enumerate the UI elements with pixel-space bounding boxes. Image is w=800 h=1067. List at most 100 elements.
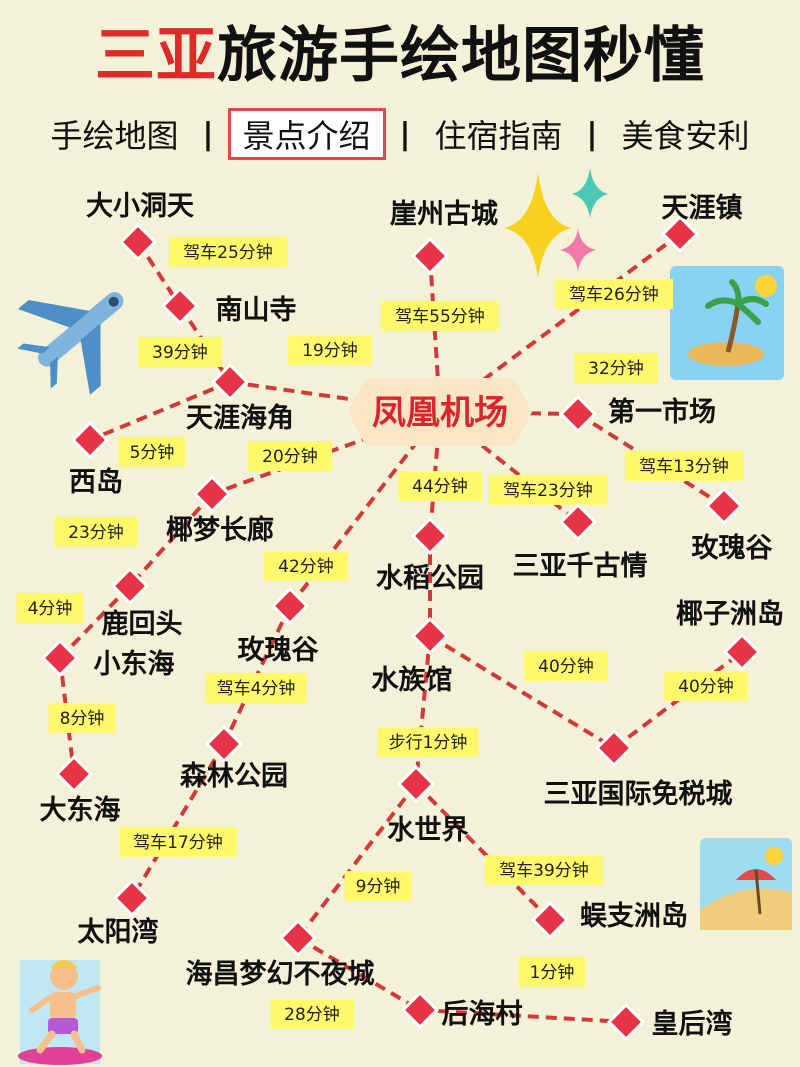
place-label: 椰子洲岛	[676, 598, 784, 630]
travel-time-tag	[138, 337, 222, 367]
airport-hub-badge[interactable]	[348, 378, 532, 446]
place-label: 后海村	[442, 999, 523, 1030]
travel-time-label: 39分钟	[152, 343, 208, 363]
route-line	[414, 635, 432, 785]
tab-separator: |	[399, 116, 411, 152]
travel-time-tag	[398, 471, 482, 501]
map-node-marker[interactable]	[530, 900, 570, 940]
travel-time-tag	[489, 475, 607, 505]
tab-food[interactable]: 美食安利	[621, 117, 750, 155]
map-node-marker[interactable]	[70, 420, 110, 460]
map-node-marker[interactable]	[160, 286, 200, 326]
map-node-marker[interactable]	[396, 764, 436, 804]
map-node-marker[interactable]	[400, 990, 440, 1030]
map-node-marker[interactable]	[704, 486, 744, 526]
map-node-marker[interactable]	[40, 638, 80, 678]
travel-time-tag	[555, 279, 673, 309]
place-label: 三亚千古情	[513, 551, 648, 582]
travel-time-tag	[264, 551, 348, 581]
airplane-icon	[17, 292, 124, 395]
place-label: 崖州古城	[390, 199, 498, 230]
route-line	[414, 782, 552, 922]
place-label: 椰梦长廊	[166, 514, 274, 546]
tab-bar: 手绘地图 | 景点介绍 | 住宿指南 | 美食安利	[0, 108, 800, 160]
tab-separator: |	[202, 116, 214, 152]
place-label: 玫瑰谷	[692, 533, 774, 564]
travel-time-tag	[485, 855, 603, 885]
map-node-marker[interactable]	[660, 214, 700, 254]
travel-time-label: 4分钟	[28, 599, 73, 619]
map-node-marker[interactable]	[112, 878, 152, 918]
travel-time-label: 步行1分钟	[389, 733, 468, 753]
travel-time-tag	[169, 237, 287, 267]
route-line	[128, 492, 214, 588]
map-node-marker[interactable]	[722, 632, 762, 672]
place-label: 第一市场	[608, 396, 716, 428]
travel-time-label: 1分钟	[530, 963, 575, 983]
map-node-marker[interactable]	[558, 394, 598, 434]
tab-attractions[interactable]: 景点介绍	[227, 108, 386, 160]
map-node-marker[interactable]	[192, 474, 232, 514]
route-line	[89, 380, 231, 442]
title-rest: 旅游手绘地图秒懂	[217, 21, 705, 91]
tab-hand-drawn-map[interactable]: 手绘地图	[50, 117, 179, 155]
map-node-marker[interactable]	[270, 586, 310, 626]
travel-time-tag	[664, 671, 748, 701]
place-label: 玫瑰谷	[238, 635, 320, 666]
map-node-marker[interactable]	[54, 754, 94, 794]
map-node-marker[interactable]	[594, 728, 634, 768]
place-label: 三亚国际免税城	[544, 779, 733, 810]
map-node-marker[interactable]	[210, 362, 250, 402]
place-label: 水稻公园	[376, 563, 484, 594]
place-label: 蜈支洲岛	[580, 900, 688, 932]
travel-time-tag	[118, 437, 186, 467]
place-label: 海昌梦幻不夜城	[186, 958, 375, 990]
place-label: 天涯镇	[662, 193, 743, 224]
travel-time-label: 驾车13分钟	[639, 457, 729, 477]
travel-time-tag	[344, 871, 412, 901]
map-node-marker[interactable]	[204, 724, 244, 764]
place-label: 大东海	[40, 794, 121, 826]
page-title: 三亚旅游手绘地图秒懂	[0, 14, 800, 98]
travel-time-label: 44分钟	[412, 477, 468, 497]
travel-time-tag	[54, 517, 138, 547]
map-node-marker[interactable]	[410, 616, 450, 656]
travel-time-label: 驾车23分钟	[503, 481, 593, 501]
place-label: 天涯海角	[186, 402, 294, 434]
map-node-marker[interactable]	[410, 236, 450, 276]
map-node-marker[interactable]	[278, 918, 318, 958]
route-line	[296, 936, 422, 1012]
place-label: 皇后湾	[652, 1008, 733, 1040]
place-label: 水族馆	[372, 664, 453, 696]
travel-time-tag	[48, 703, 116, 733]
route-line	[438, 232, 682, 414]
travel-time-label: 5分钟	[130, 443, 175, 463]
title-accent: 三亚	[95, 21, 217, 91]
travel-time-label: 驾车26分钟	[569, 285, 659, 305]
travel-time-label: 20分钟	[262, 447, 318, 467]
place-label: 南山寺	[216, 295, 297, 326]
sparkle-icon	[504, 172, 572, 278]
travel-time-label: 42分钟	[278, 557, 334, 577]
place-label: 小东海	[94, 648, 175, 680]
airport-hub-label: 凤凰机场	[372, 393, 508, 433]
tab-accommodation[interactable]: 住宿指南	[434, 117, 563, 155]
travel-time-tag	[574, 353, 658, 383]
map-node-marker[interactable]	[410, 516, 450, 556]
travel-time-label: 40分钟	[678, 677, 734, 697]
travel-time-label: 驾车4分钟	[217, 679, 296, 699]
travel-time-tag	[270, 999, 354, 1029]
island-icon	[670, 266, 784, 380]
map-node-marker[interactable]	[118, 222, 158, 262]
travel-time-tag	[518, 957, 586, 987]
map-node-marker[interactable]	[110, 566, 150, 606]
travel-time-label: 9分钟	[356, 877, 401, 897]
map-node-marker[interactable]	[558, 502, 598, 542]
travel-time-label: 驾车55分钟	[395, 307, 485, 327]
place-label: 森林公园	[180, 761, 288, 792]
travel-time-label: 驾车17分钟	[133, 833, 223, 853]
travel-time-tag	[625, 451, 743, 481]
map-node-marker[interactable]	[606, 1002, 646, 1042]
place-label: 太阳湾	[78, 916, 159, 948]
place-label: 西岛	[69, 466, 123, 498]
